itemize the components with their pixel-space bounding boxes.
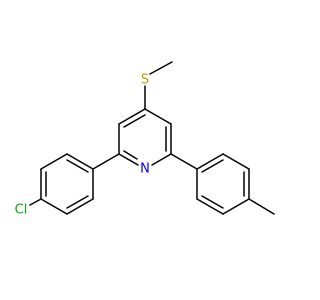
bond-rring-2: [222, 153, 250, 170]
atom-sulfur: S: [141, 73, 149, 88]
bond-c4-c3: [118, 108, 146, 125]
bond-c2-n-inner: [123, 150, 138, 160]
bond-rring-1-inner: [201, 159, 224, 173]
atom-nitrogen: N: [140, 162, 150, 177]
bond-rring-4: [222, 198, 250, 215]
bond-c6-aryl-right: [170, 153, 198, 170]
bond-lring-5-inner: [66, 195, 89, 209]
bond-c2-n: [118, 153, 139, 166]
molecule-canvas: S N Cl: [15, 61, 275, 218]
bond-rring-5-inner: [201, 195, 224, 209]
bond-rring-1: [196, 153, 224, 170]
bond-lring-5: [66, 198, 94, 215]
bond-lring-4: [40, 198, 68, 215]
atom-chlorine: Cl: [15, 203, 28, 218]
bond-c2-aryl-left: [92, 153, 120, 170]
bond-ring-chlorine: [29, 198, 42, 206]
bond-rring-5: [196, 198, 224, 215]
bond-lring-2: [40, 153, 68, 170]
bond-methyl-sulfur: [149, 61, 173, 75]
bond-c4-c3-inner: [123, 114, 146, 128]
atom-labels: S N Cl: [15, 73, 150, 218]
bond-n-c6: [151, 153, 172, 166]
bond-c4-c5: [144, 108, 172, 125]
bonds: [29, 61, 275, 215]
bond-lring-1: [66, 153, 94, 170]
structure-diagram: S N Cl: [15, 61, 275, 218]
bond-lring-1-inner: [66, 159, 89, 173]
bond-ring-methyl: [248, 198, 275, 215]
